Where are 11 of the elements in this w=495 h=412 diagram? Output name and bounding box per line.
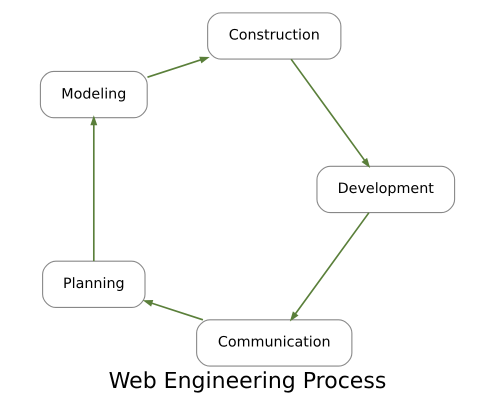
node-box: Construction <box>207 12 342 60</box>
arrow <box>147 56 210 78</box>
arrow <box>290 212 370 322</box>
node-box: Modeling <box>40 70 148 118</box>
arrow <box>290 58 370 168</box>
node-box: Planning <box>42 260 146 308</box>
arrow <box>142 300 204 321</box>
arrow <box>90 115 98 262</box>
node-box: Communication <box>196 319 352 367</box>
diagram-title: Web Engineering Process <box>108 369 386 394</box>
node-box: Development <box>316 166 456 214</box>
